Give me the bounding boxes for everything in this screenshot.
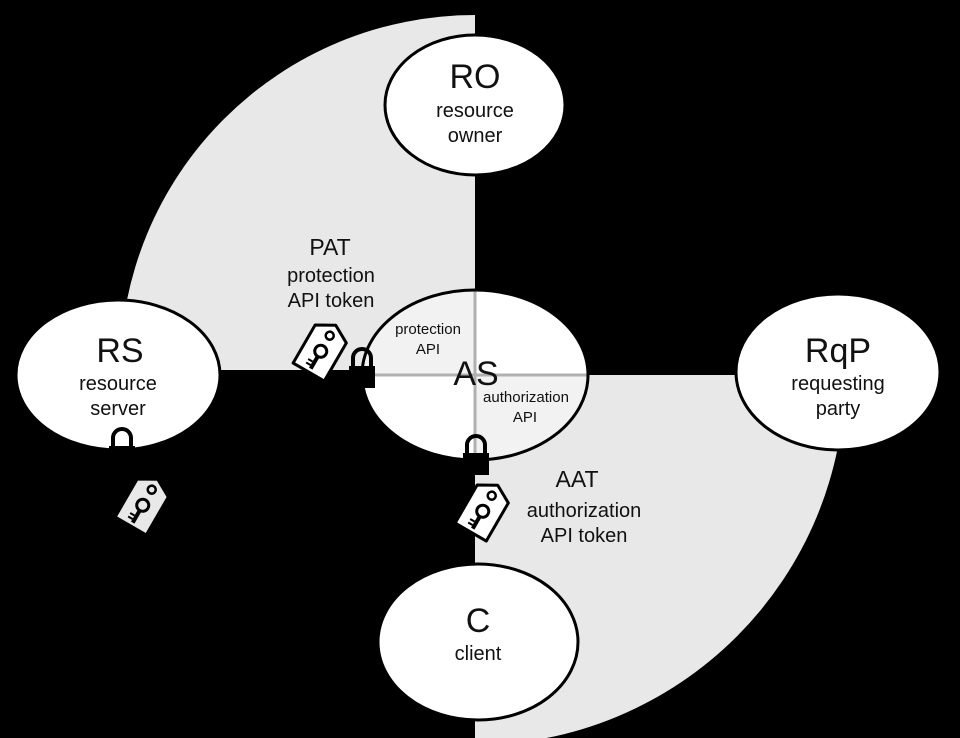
- pat-label: PAT protection API token: [287, 234, 375, 312]
- padlock-icon: [109, 427, 135, 458]
- node-c[interactable]: C client: [376, 562, 580, 722]
- aat-label: AAT authorization API token: [527, 466, 642, 547]
- as-authorization-l1: authorization: [483, 389, 569, 406]
- padlock-icon: [349, 347, 375, 388]
- node-rqp-line2: party: [816, 398, 860, 420]
- node-rs[interactable]: RS resource server: [14, 298, 222, 452]
- node-c-abbr: C: [466, 602, 491, 640]
- tag-key-icon: [291, 323, 348, 383]
- node-ro-line2: owner: [448, 125, 503, 147]
- aat-line2: API token: [541, 525, 628, 547]
- pat-line2: API token: [288, 290, 375, 312]
- pat-line1: protection: [287, 265, 375, 287]
- as-authorization-l2: API: [513, 409, 537, 426]
- as-abbr: AS: [453, 355, 498, 393]
- as-protection-l2: API: [416, 341, 440, 358]
- node-rqp[interactable]: RqP requesting party: [734, 292, 942, 452]
- node-rqp-abbr: RqP: [805, 332, 871, 370]
- node-c-line1: client: [455, 643, 502, 665]
- aat-line1: authorization: [527, 500, 642, 522]
- as-protection-l1: protection: [395, 321, 461, 338]
- padlock-icon: [463, 434, 489, 475]
- tag-key-icon: [113, 477, 170, 537]
- node-ro-line1: resource: [436, 100, 514, 122]
- node-rs-line1: resource: [79, 373, 157, 395]
- node-rs-line2: server: [90, 398, 146, 420]
- node-ro[interactable]: RO resource owner: [383, 33, 567, 177]
- node-rqp-line1: requesting: [791, 373, 884, 395]
- node-rs-abbr: RS: [96, 332, 143, 370]
- tag-key-icon: [453, 483, 510, 543]
- pat-abbr: PAT: [309, 234, 350, 260]
- aat-abbr: AAT: [555, 466, 598, 492]
- node-ro-abbr: RO: [450, 58, 501, 96]
